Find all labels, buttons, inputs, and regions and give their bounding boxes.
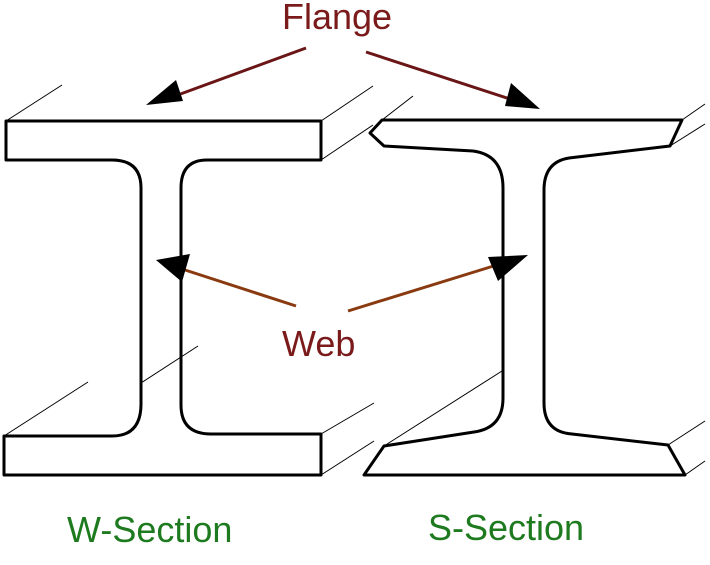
w-section-label: W-Section [67,509,232,550]
s-section-label: S-Section [428,507,584,548]
flange-arrows [146,46,540,109]
web-arrows [156,254,528,313]
flange-arrow-left-line [174,46,307,98]
web-arrowhead-right [488,255,528,281]
s-section-beam [362,95,706,477]
s-section-outline [362,118,687,477]
web-arrow-right-line [347,262,501,313]
w-section-depth-lines [3,84,375,476]
web-label: Web [282,323,355,364]
flange-label: Flange [282,0,392,37]
web-arrowhead-left [156,254,190,282]
flange-arrowhead-left [146,80,183,105]
s-section-depth-lines [381,95,706,476]
flange-arrowhead-right [505,83,540,109]
web-arrow-left-line [181,267,297,308]
flange-arrow-right-line [365,50,511,101]
w-section-beam [2,84,375,477]
